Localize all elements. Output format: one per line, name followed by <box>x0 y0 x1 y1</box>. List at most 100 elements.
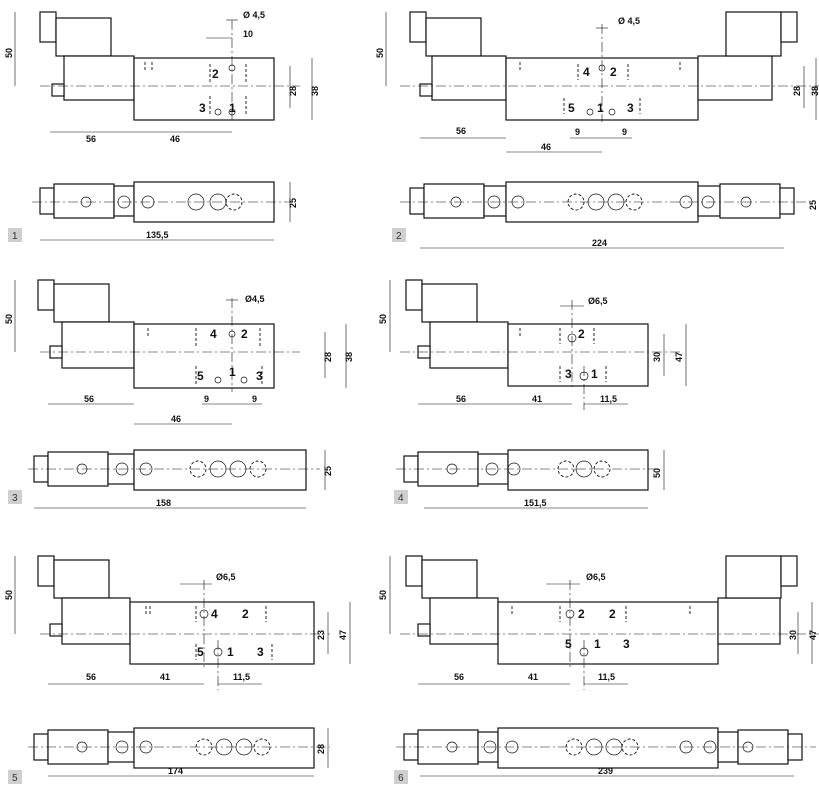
dim-offset: 46 <box>170 134 180 144</box>
figure-6-side-view: 2 2 5 1 3 50 Ø6,5 30 47 56 41 11,5 <box>378 555 819 690</box>
dim-height: 50 <box>4 314 14 324</box>
dim-hole: Ø6,5 <box>216 572 236 582</box>
port-label: 3 <box>623 637 630 651</box>
dim-top-height: 25 <box>323 466 333 476</box>
figure-6: 2 2 5 1 3 50 Ø6,5 30 47 56 41 11,5 239 6 <box>378 555 819 784</box>
port-label: 1 <box>594 637 601 651</box>
figure-2: 4 2 5 1 3 50 Ø 4,5 28 38 56 46 9 9 224 2… <box>375 11 819 249</box>
dim-hole: Ø6,5 <box>586 572 606 582</box>
dim-coil: 56 <box>84 394 94 404</box>
figure-1-top-view: 25 135,5 1 <box>8 181 298 242</box>
figure-number: 2 <box>396 231 402 242</box>
dim-h1: 28 <box>323 352 333 362</box>
figure-6-top-view: 239 6 <box>394 727 816 784</box>
port-label: 3 <box>257 645 264 659</box>
dim-h1: 23 <box>316 630 326 640</box>
dim-coil: 56 <box>454 672 464 682</box>
port-label: 2 <box>212 67 219 81</box>
figure-3: 4 2 5 1 3 50 Ø4,5 28 38 56 46 9 9 25 158… <box>4 279 354 509</box>
dim-pitch-a: 9 <box>575 127 580 137</box>
dim-pitch-b: 9 <box>252 394 257 404</box>
dim-h2: 47 <box>808 630 818 640</box>
figure-number-badge <box>394 770 408 784</box>
figure-3-side-view: 4 2 5 1 3 50 Ø4,5 28 38 56 46 9 9 <box>4 279 354 425</box>
connector-plug <box>39 11 57 43</box>
port-label: 4 <box>211 607 218 621</box>
figure-4-side-view: 2 3 1 50 Ø6,5 30 47 56 41 11,5 <box>378 279 687 410</box>
dim-coil: 56 <box>456 394 466 404</box>
port-label: 3 <box>627 101 634 115</box>
figure-number-badge <box>8 228 22 242</box>
figure-number-badge <box>8 770 22 784</box>
dim-h2: 47 <box>674 352 684 362</box>
dim-hole: Ø 4,5 <box>243 10 265 20</box>
port-label: 2 <box>578 327 585 341</box>
figure-number: 1 <box>12 231 18 242</box>
dim-length: 158 <box>156 498 171 508</box>
dim-hole: Ø6,5 <box>588 296 608 306</box>
dim-h2: 38 <box>344 352 354 362</box>
valve-body <box>133 57 275 121</box>
port-label: 4 <box>210 327 217 341</box>
port-label: 2 <box>578 607 585 621</box>
dim-length: 174 <box>168 766 183 776</box>
port-label: 5 <box>197 369 204 383</box>
dim-h1: 28 <box>792 86 802 96</box>
dim-height: 50 <box>375 48 385 58</box>
figure-number: 4 <box>398 493 404 504</box>
port-label: 1 <box>227 645 234 659</box>
port-label: 5 <box>565 637 572 651</box>
dim-height: 50 <box>4 48 14 58</box>
figure-1: 2 3 1 50 Ø 4,5 10 28 38 56 46 25 135,5 1 <box>4 10 320 242</box>
dim-pitch: 10 <box>243 29 253 39</box>
dim-coil: 56 <box>86 672 96 682</box>
dim-h2: 38 <box>810 86 819 96</box>
dim-pitch: 11,5 <box>233 672 250 682</box>
connector-housing <box>55 17 112 57</box>
figure-number: 6 <box>398 773 404 784</box>
figure-2-top-view: 224 25 2 <box>392 181 818 249</box>
dim-top-height: 25 <box>288 198 298 208</box>
dim-h1: 30 <box>788 630 798 640</box>
port-label: 4 <box>583 65 590 79</box>
dim-pitch-b: 9 <box>622 127 627 137</box>
dim-height: 50 <box>4 590 14 600</box>
dim-offset: 41 <box>160 672 170 682</box>
dim-hole: Ø 4,5 <box>618 16 640 26</box>
figure-number-badge <box>394 490 408 504</box>
port-label: 1 <box>597 101 604 115</box>
port-label: 2 <box>610 65 617 79</box>
figure-5: 4 2 5 1 3 50 Ø6,5 23 47 56 41 11,5 28 17… <box>4 555 351 784</box>
dim-height: 50 <box>378 590 388 600</box>
port-label: 1 <box>229 365 236 379</box>
port-label: 1 <box>229 101 236 115</box>
figure-2-side-view: 4 2 5 1 3 50 Ø 4,5 28 38 56 46 9 9 <box>375 11 819 153</box>
figure-number: 5 <box>12 773 18 784</box>
manual-override <box>51 83 65 97</box>
dim-pitch-a: 9 <box>204 394 209 404</box>
figure-3-top-view: 25 158 3 <box>8 449 333 509</box>
dim-offset: 46 <box>171 414 181 424</box>
dim-hole: Ø4,5 <box>245 294 265 304</box>
dim-coil: 56 <box>456 126 466 136</box>
dim-offset: 41 <box>532 394 542 404</box>
dim-length: 135,5 <box>146 230 169 240</box>
port-label: 3 <box>565 367 572 381</box>
port-label: 1 <box>591 367 598 381</box>
port-label: 3 <box>256 369 263 383</box>
figure-5-top-view: 28 174 5 <box>8 727 330 784</box>
port-label: 5 <box>197 645 204 659</box>
figure-1-side-view: 2 3 1 50 Ø 4,5 10 28 38 56 46 <box>4 10 320 144</box>
dim-coil: 56 <box>86 134 96 144</box>
figure-number-badge <box>8 490 22 504</box>
dim-length: 224 <box>592 238 607 248</box>
port-label: 5 <box>568 101 575 115</box>
dim-offset: 46 <box>541 142 551 152</box>
figure-4-top-view: 50 151,5 4 <box>394 449 665 509</box>
dim-top-height: 28 <box>316 744 326 754</box>
dim-top-height: 50 <box>652 468 662 478</box>
figure-4: 2 3 1 50 Ø6,5 30 47 56 41 11,5 50 151,5 … <box>378 279 687 509</box>
dim-h1: 28 <box>288 86 298 96</box>
dim-h2: 47 <box>338 630 348 640</box>
